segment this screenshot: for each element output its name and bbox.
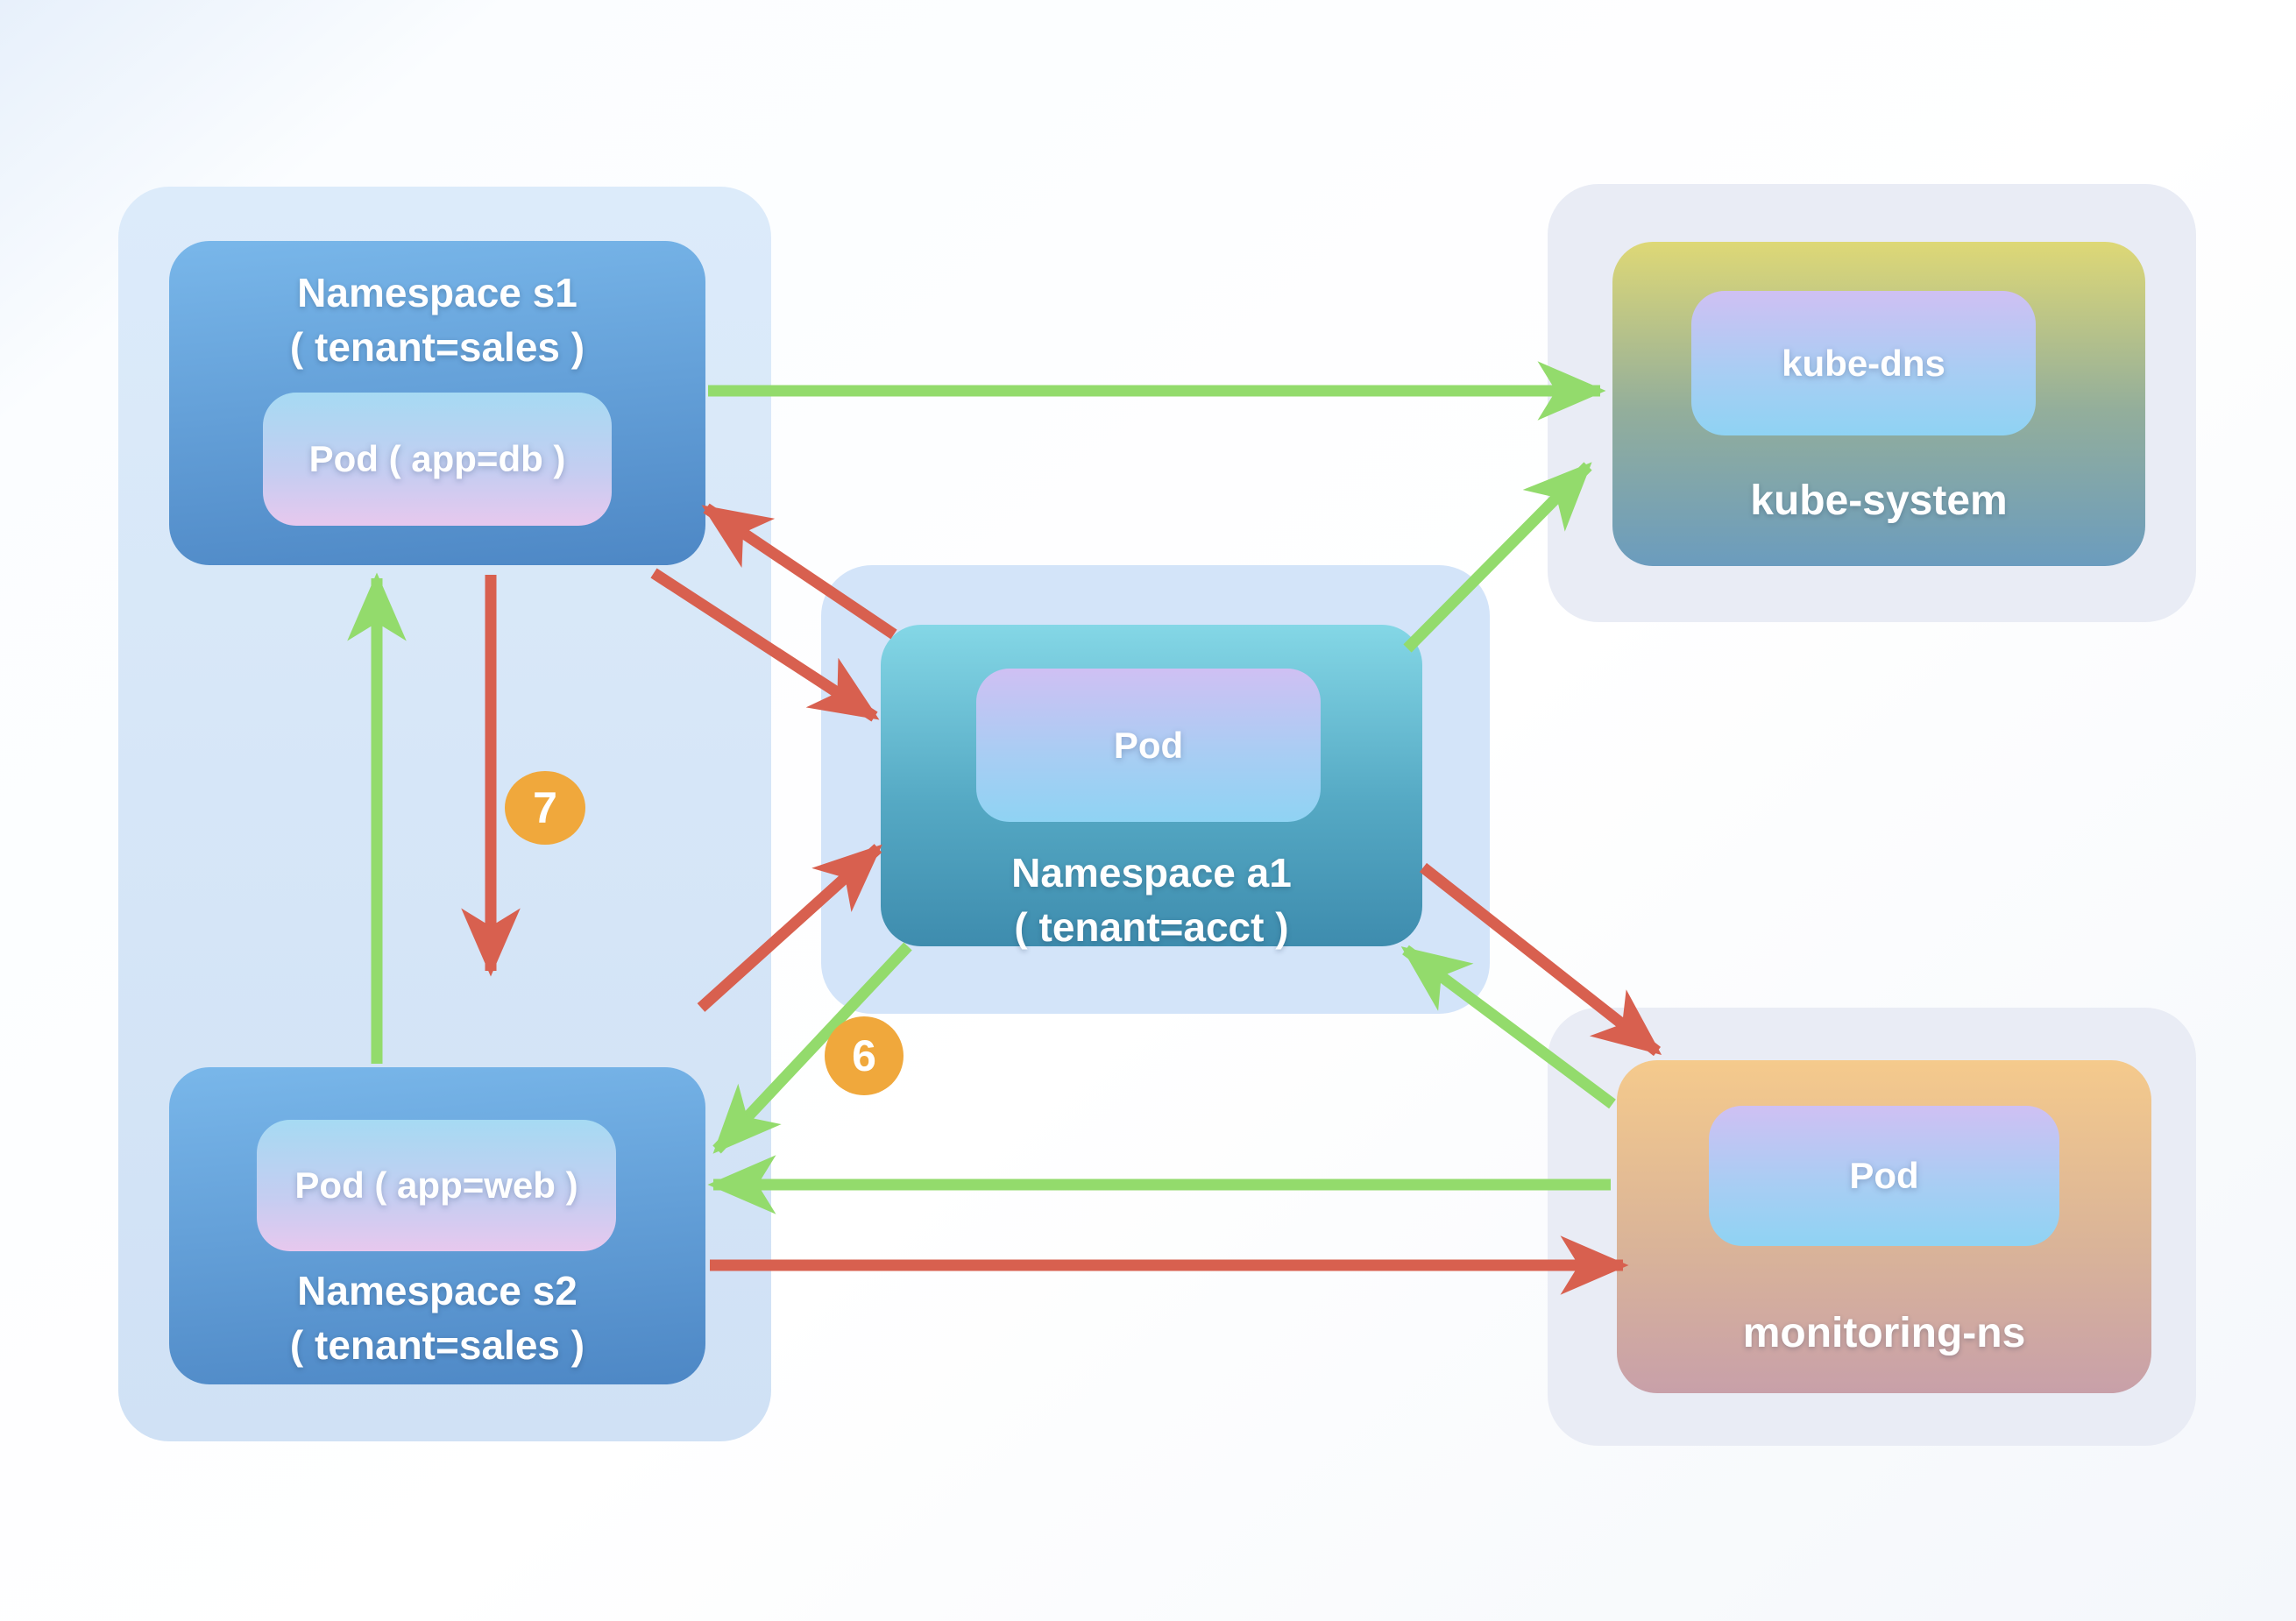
kube-system-box: kube-dns kube-system: [1612, 242, 2145, 566]
namespace-s2-title: Namespace s2 ( tenant=sales ): [169, 1264, 705, 1372]
namespace-a1-name: Namespace a1: [1011, 850, 1292, 895]
arrow-count-badge-7: 7: [505, 771, 585, 845]
pod-monitoring-label: Pod: [1849, 1155, 1919, 1196]
namespace-a1-tenant-label: ( tenant=acct ): [1014, 904, 1289, 950]
pod-kube-dns: kube-dns: [1691, 291, 2036, 435]
pod-app-web: Pod ( app=web ): [257, 1120, 616, 1251]
namespace-s1-name: Namespace s1: [297, 270, 578, 315]
namespace-s2-name: Namespace s2: [297, 1268, 578, 1313]
pod-app-db: Pod ( app=db ): [263, 393, 612, 526]
namespace-s1-tenant-label: ( tenant=sales ): [289, 324, 585, 370]
pod-a1: Pod: [976, 669, 1321, 822]
pod-app-web-label: Pod ( app=web ): [294, 1164, 578, 1206]
pod-a1-label: Pod: [1113, 724, 1184, 766]
namespace-s2-tenant-label: ( tenant=sales ): [289, 1322, 585, 1368]
pod-app-db-label: Pod ( app=db ): [308, 438, 566, 479]
monitoring-ns-box: Pod monitoring-ns: [1617, 1060, 2151, 1393]
namespace-s1-title: Namespace s1 ( tenant=sales ): [169, 265, 705, 374]
pod-kube-dns-label: kube-dns: [1782, 342, 1945, 384]
kube-system-label: kube-system: [1750, 478, 2008, 524]
namespace-s2-box: Pod ( app=web ) Namespace s2 ( tenant=sa…: [169, 1067, 705, 1384]
namespace-s1-box: Namespace s1 ( tenant=sales ) Pod ( app=…: [169, 241, 705, 565]
namespace-a1-title: Namespace a1 ( tenant=acct ): [881, 846, 1422, 954]
namespace-a1-box: Pod Namespace a1 ( tenant=acct ): [881, 625, 1422, 950]
pod-monitoring: Pod: [1709, 1106, 2059, 1246]
arrow-count-badge-6: 6: [825, 1016, 904, 1095]
monitoring-ns-label: monitoring-ns: [1742, 1310, 2026, 1356]
